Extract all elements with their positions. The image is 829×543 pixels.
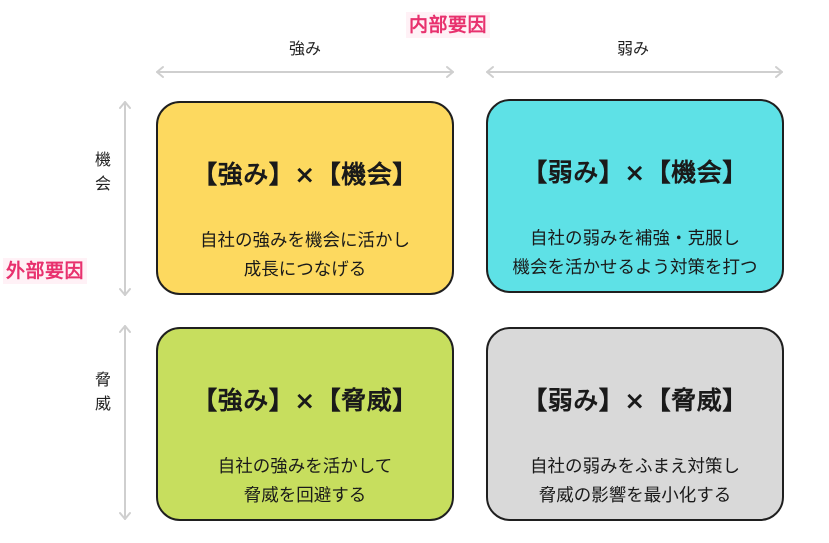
column-label-weaknesses: 弱み: [616, 39, 649, 58]
external-factors-title: 外部要因: [3, 258, 88, 284]
quadrant-st-description: 自社の強みを活かして 脅威を回避する: [158, 453, 452, 511]
quadrant-so-line-1: 自社の強みを機会に活かし: [200, 231, 410, 251]
quadrant-wo-description: 自社の弱みを補強・克服し 機会を活かせるよう対策を打つ: [488, 225, 782, 283]
row-label-threats: 脅 威: [92, 368, 114, 416]
arrow-weaknesses-horizontal: [486, 66, 783, 78]
quadrant-wt-line-1: 自社の弱みをふまえ対策し: [530, 457, 740, 477]
quadrant-weaknesses-threats: 【弱み】×【脅威】 自社の弱みをふまえ対策し 脅威の影響を最小化する: [486, 327, 784, 521]
quadrant-wt-title: 【弱み】×【脅威】: [522, 386, 748, 415]
row-label-opportunities: 機 会: [92, 148, 114, 196]
quadrant-strengths-threats: 【強み】×【脅威】 自社の強みを活かして 脅威を回避する: [156, 327, 454, 521]
quadrant-st-line-1: 自社の強みを活かして: [217, 457, 393, 477]
arrow-opportunities-vertical: [119, 101, 131, 296]
column-label-strengths: 強み: [288, 39, 321, 58]
quadrant-so-line-2: 成長につなげる: [243, 260, 367, 280]
row-label-threats-char-2: 威: [94, 394, 111, 413]
quadrant-wt-description: 自社の弱みをふまえ対策し 脅威の影響を最小化する: [488, 453, 782, 511]
quadrant-so-title: 【強み】×【機会】: [192, 160, 418, 189]
quadrant-strengths-opportunities: 【強み】×【機会】 自社の強みを機会に活かし 成長につなげる: [156, 101, 454, 295]
quadrant-wo-line-1: 自社の弱みを補強・克服し: [530, 229, 740, 249]
internal-factors-title: 内部要因: [406, 12, 491, 38]
arrow-strengths-horizontal: [156, 66, 454, 78]
quadrant-st-line-2: 脅威を回避する: [243, 486, 367, 506]
quadrant-wt-line-2: 脅威の影響を最小化する: [538, 486, 732, 506]
quadrant-st-title: 【強み】×【脅威】: [192, 386, 418, 415]
row-label-opportunities-char-1: 機: [94, 150, 111, 169]
quadrant-so-description: 自社の強みを機会に活かし 成長につなげる: [158, 227, 452, 285]
quadrant-weaknesses-opportunities: 【弱み】×【機会】 自社の弱みを補強・克服し 機会を活かせるよう対策を打つ: [486, 99, 784, 293]
row-label-opportunities-char-2: 会: [94, 174, 111, 193]
row-label-threats-char-1: 脅: [94, 370, 111, 389]
arrow-threats-vertical: [119, 325, 131, 520]
quadrant-wo-line-2: 機会を活かせるよう対策を打つ: [512, 258, 758, 278]
quadrant-wo-title: 【弱み】×【機会】: [522, 158, 748, 187]
